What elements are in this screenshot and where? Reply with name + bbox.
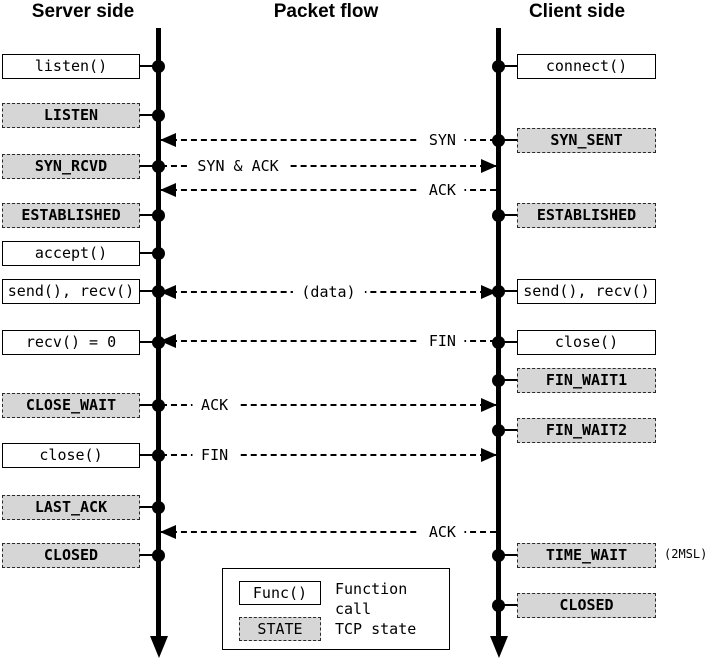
- packet-label: FIN: [419, 331, 465, 351]
- client-box-send-recv: send(), recv(): [517, 278, 656, 304]
- client-connector-time-wait: [498, 554, 517, 556]
- packet-label: (data): [292, 282, 365, 302]
- client-box-time-wait: TIME_WAIT: [517, 542, 656, 568]
- server-connector-established: [140, 214, 159, 216]
- client-dot-close: [492, 335, 505, 349]
- server-timeline-arrow-icon: [150, 636, 168, 658]
- client-connector-connect: [498, 65, 517, 67]
- client-connector-closed: [498, 604, 517, 606]
- client-connector-established: [498, 214, 517, 216]
- arrowhead-right-icon: [481, 398, 497, 412]
- arrowhead-left-icon: [160, 525, 176, 539]
- packet-dashed-line: [161, 165, 496, 167]
- arrowhead-right-icon: [481, 448, 497, 462]
- client-dot-connect: [492, 59, 505, 73]
- client-box-closed: CLOSED: [517, 592, 656, 618]
- packet-label: ACK: [419, 180, 465, 200]
- client-connector-close: [498, 341, 517, 343]
- packet-label: ACK: [192, 395, 238, 415]
- packet-dashed-line: [161, 404, 496, 406]
- legend-function-description: Function call: [335, 580, 408, 618]
- packet-dashed-line: [161, 189, 496, 191]
- arrowhead-left-icon: [160, 334, 176, 348]
- client-box-connect: connect(): [517, 53, 656, 79]
- server-box-close: close(): [2, 442, 140, 468]
- server-box-closed: CLOSED: [2, 542, 140, 568]
- server-dot-last-ack: [152, 500, 165, 514]
- server-connector-listen: [140, 114, 159, 116]
- legend-state-description: TCP state: [335, 620, 417, 638]
- server-connector-syn-rcvd: [140, 165, 159, 167]
- client-note-time-wait: (2MSL): [664, 547, 708, 561]
- client-dot-time-wait: [492, 548, 505, 562]
- server-box-syn-rcvd: SYN_RCVD: [2, 153, 140, 179]
- server-connector-recv-0: [140, 341, 159, 343]
- server-box-recv-0: recv() = 0: [2, 329, 140, 355]
- client-connector-syn-sent: [498, 139, 517, 141]
- arrowhead-right-icon: [481, 285, 497, 299]
- server-box-last-ack: LAST_ACK: [2, 494, 140, 520]
- arrowhead-left-icon: [160, 285, 176, 299]
- packet-dashed-line: [161, 454, 496, 456]
- arrowhead-left-icon: [160, 133, 176, 147]
- client-dot-syn-sent: [492, 133, 505, 147]
- packet-label: SYN & ACK: [188, 156, 288, 176]
- client-dot-closed: [492, 598, 505, 612]
- server-connector-close: [140, 454, 159, 456]
- client-connector-fin-wait2: [498, 429, 517, 431]
- arrowhead-right-icon: [481, 159, 497, 173]
- server-box-listen: listen(): [2, 53, 140, 79]
- server-box-established: ESTABLISHED: [2, 202, 140, 228]
- client-timeline-arrow-icon: [490, 636, 508, 658]
- client-connector-send-recv: [498, 290, 517, 292]
- server-dot-syn-rcvd: [152, 159, 165, 173]
- server-connector-listen: [140, 65, 159, 67]
- server-side-heading: Server side: [31, 1, 135, 22]
- client-dot-established: [492, 208, 505, 222]
- server-connector-accept: [140, 252, 159, 254]
- legend: Func() Function call STATE TCP state: [222, 568, 450, 650]
- server-connector-send-recv: [140, 290, 159, 292]
- server-connector-close-wait: [140, 404, 159, 406]
- client-timeline: [496, 28, 501, 636]
- server-box-close-wait: CLOSE_WAIT: [2, 392, 140, 418]
- server-box-listen: LISTEN: [2, 102, 140, 128]
- server-timeline: [156, 28, 161, 636]
- client-box-close: close(): [517, 329, 656, 355]
- client-side-heading: Client side: [528, 1, 626, 22]
- packet-dashed-line: [161, 531, 496, 533]
- server-dot-close-wait: [152, 398, 165, 412]
- server-dot-established: [152, 208, 165, 222]
- server-dot-listen: [152, 108, 165, 122]
- client-box-fin-wait1: FIN_WAIT1: [517, 367, 656, 393]
- server-dot-listen: [152, 59, 165, 73]
- client-connector-fin-wait1: [498, 379, 517, 381]
- server-dot-close: [152, 448, 165, 462]
- client-dot-fin-wait2: [492, 423, 505, 437]
- client-box-syn-sent: SYN_SENT: [517, 127, 656, 153]
- packet-label: FIN: [192, 445, 238, 465]
- server-connector-closed: [140, 554, 159, 556]
- client-box-established: ESTABLISHED: [517, 202, 656, 228]
- server-dot-accept: [152, 246, 165, 260]
- packet-label: ACK: [419, 522, 465, 542]
- server-connector-last-ack: [140, 506, 159, 508]
- legend-function-sample: Func(): [239, 581, 321, 605]
- server-box-send-recv: send(), recv(): [2, 278, 140, 304]
- server-dot-closed: [152, 548, 165, 562]
- arrowhead-left-icon: [160, 183, 176, 197]
- packet-dashed-line: [161, 139, 496, 141]
- legend-state-sample: STATE: [239, 617, 321, 641]
- packet-flow-heading: Packet flow: [273, 1, 379, 22]
- client-box-fin-wait2: FIN_WAIT2: [517, 417, 656, 443]
- packet-label: SYN: [419, 130, 465, 150]
- packet-dashed-line: [161, 340, 496, 342]
- server-box-accept: accept(): [2, 240, 140, 266]
- client-dot-fin-wait1: [492, 373, 505, 387]
